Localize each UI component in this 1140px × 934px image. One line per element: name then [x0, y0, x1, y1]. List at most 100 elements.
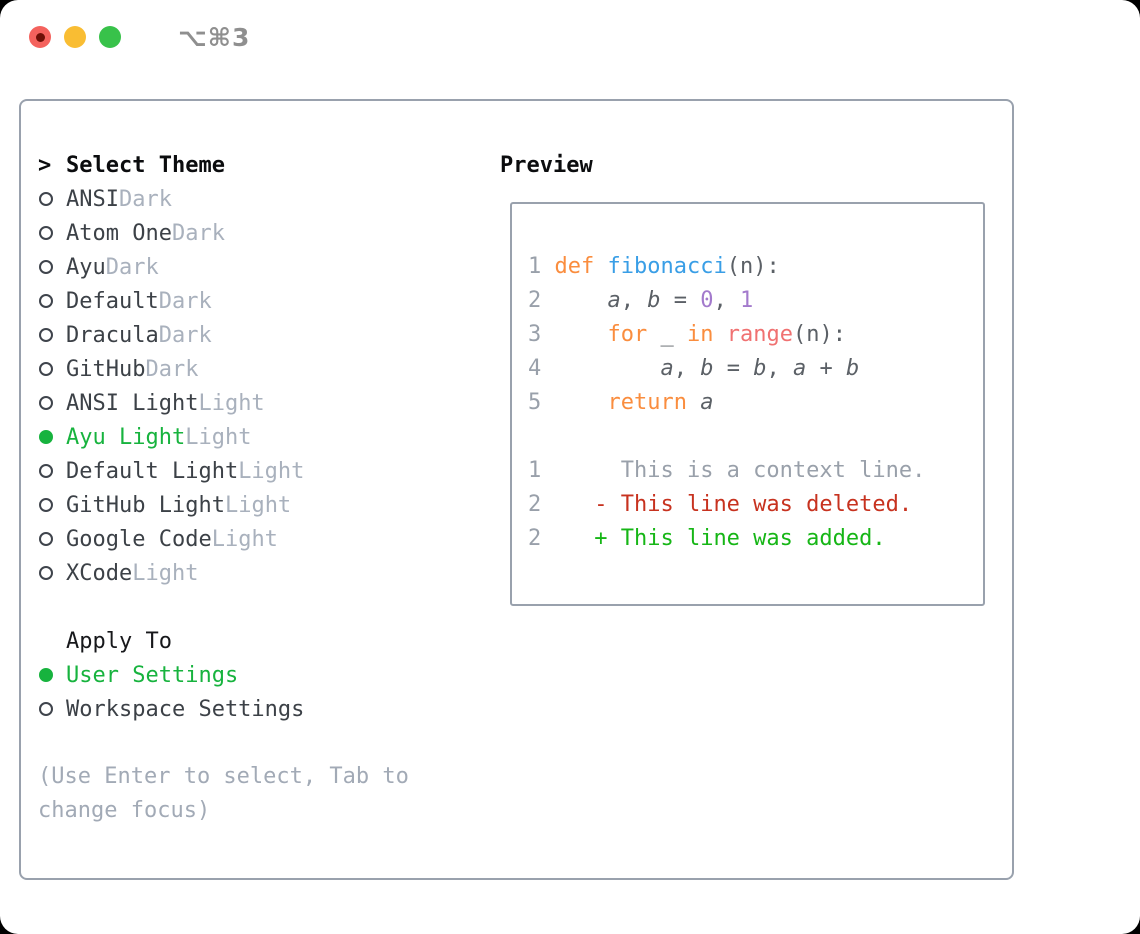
code-token-df: ,: [620, 288, 648, 313]
variant-badge: Light: [185, 424, 252, 450]
option-label: ANSI Light: [66, 390, 199, 416]
code-token-df: (n):: [726, 254, 780, 279]
radio-unselected-icon: [38, 226, 66, 240]
code-token-df: =: [713, 356, 754, 381]
radio-circle: [39, 430, 53, 444]
select-theme-header: >Select Theme: [38, 148, 468, 182]
code-token-rng: range: [726, 322, 793, 347]
option-label: Atom One: [66, 220, 172, 246]
code-token-num: 1: [739, 288, 754, 313]
radio-unselected-icon: [38, 362, 66, 376]
variant-badge: Dark: [158, 288, 212, 314]
radio-unselected-icon: [38, 498, 66, 512]
close-button[interactable]: [29, 26, 51, 48]
code-line: 2 - This line was deleted.: [528, 488, 983, 522]
code-line: 1 This is a context line.: [528, 454, 983, 488]
code-line: [528, 420, 983, 454]
radio-selected-icon: [38, 430, 66, 444]
variant-badge: Dark: [171, 220, 225, 246]
code-token-kw: in: [686, 322, 714, 347]
code-token-kw: def: [554, 254, 595, 279]
code-token-itv: a: [792, 356, 807, 381]
window-titlebar: ⌥⌘3: [0, 0, 1140, 74]
code-token-ln: 1: [528, 458, 555, 483]
theme-option[interactable]: XCode Light: [38, 556, 468, 590]
code-line: 4 a, b = b, a + b: [528, 352, 983, 386]
option-label: GitHub: [66, 356, 146, 382]
radio-circle: [39, 328, 53, 342]
code-line: 2 + This line was added.: [528, 522, 983, 556]
radio-unselected-icon: [38, 566, 66, 580]
code-token-ln: 2: [528, 526, 555, 551]
radio-circle: [39, 294, 53, 308]
option-label: Ayu: [66, 254, 106, 280]
minimize-button[interactable]: [64, 26, 86, 48]
theme-option[interactable]: Google Code Light: [38, 522, 468, 556]
theme-option[interactable]: ANSI Dark: [38, 182, 468, 216]
radio-circle: [39, 668, 53, 682]
code-token-kw: return: [607, 390, 687, 415]
radio-circle: [39, 226, 53, 240]
option-label: Workspace Settings: [66, 696, 305, 722]
theme-option[interactable]: GitHub Dark: [38, 352, 468, 386]
radio-circle: [39, 362, 53, 376]
code-token-df: [594, 254, 607, 279]
apply-to-header: Apply To: [38, 624, 468, 658]
theme-option[interactable]: ANSI Light Light: [38, 386, 468, 420]
variant-badge: Dark: [145, 356, 199, 382]
variant-badge: Dark: [158, 322, 212, 348]
code-token-df: [555, 322, 608, 347]
code-token-del: - This line was deleted.: [554, 492, 913, 517]
code-token-ctx: This is a context line.: [554, 458, 926, 483]
radio-unselected-icon: [38, 702, 66, 716]
option-label: Google Code: [66, 526, 212, 552]
select-theme-title: Select Theme: [66, 152, 225, 178]
radio-unselected-icon: [38, 532, 66, 546]
zoom-button[interactable]: [99, 26, 121, 48]
radio-circle: [39, 498, 53, 512]
prompt-cursor-icon: >: [38, 153, 66, 178]
radio-circle: [39, 702, 53, 716]
theme-option[interactable]: Default Dark: [38, 284, 468, 318]
spacer-row: [38, 726, 468, 760]
code-token-df: (n):: [792, 322, 846, 347]
option-label: XCode: [66, 560, 133, 586]
option-label: User Settings: [66, 662, 239, 688]
unsaved-indicator-dot: [35, 32, 45, 42]
code-token-ln: 4: [528, 356, 555, 381]
code-line: 2 a, b = 0, 1: [528, 284, 983, 318]
theme-option[interactable]: Atom One Dark: [38, 216, 468, 250]
variant-badge: Light: [238, 458, 305, 484]
theme-option[interactable]: Default Light Light: [38, 454, 468, 488]
code-token-itv: a: [660, 356, 674, 381]
radio-circle: [39, 532, 53, 546]
radio-unselected-icon: [38, 260, 66, 274]
code-token-df: ,: [713, 288, 740, 313]
radio-unselected-icon: [38, 192, 66, 206]
apply-to-option[interactable]: Workspace Settings: [38, 692, 468, 726]
theme-option[interactable]: Ayu Light Light: [38, 420, 468, 454]
radio-circle: [39, 260, 53, 274]
variant-badge: Light: [224, 492, 292, 518]
code-token-num: 0: [700, 288, 714, 313]
theme-option[interactable]: Dracula Dark: [38, 318, 468, 352]
code-token-itv: b: [647, 288, 661, 313]
apply-to-title: Apply To: [66, 628, 172, 654]
code-token-itv: b: [845, 356, 860, 381]
code-token-fn: fibonacci: [607, 254, 727, 279]
radio-selected-icon: [38, 668, 66, 682]
code-token-df: _: [647, 322, 687, 347]
theme-option[interactable]: Ayu Dark: [38, 250, 468, 284]
variant-badge: Light: [132, 560, 199, 586]
code-line: 5 return a: [528, 386, 983, 420]
code-token-df: ,: [673, 356, 701, 381]
code-token-df: [555, 288, 608, 313]
theme-option[interactable]: GitHub Light Light: [38, 488, 468, 522]
code-token-df: +: [806, 356, 846, 381]
apply-to-option[interactable]: User Settings: [38, 658, 468, 692]
radio-unselected-icon: [38, 294, 66, 308]
